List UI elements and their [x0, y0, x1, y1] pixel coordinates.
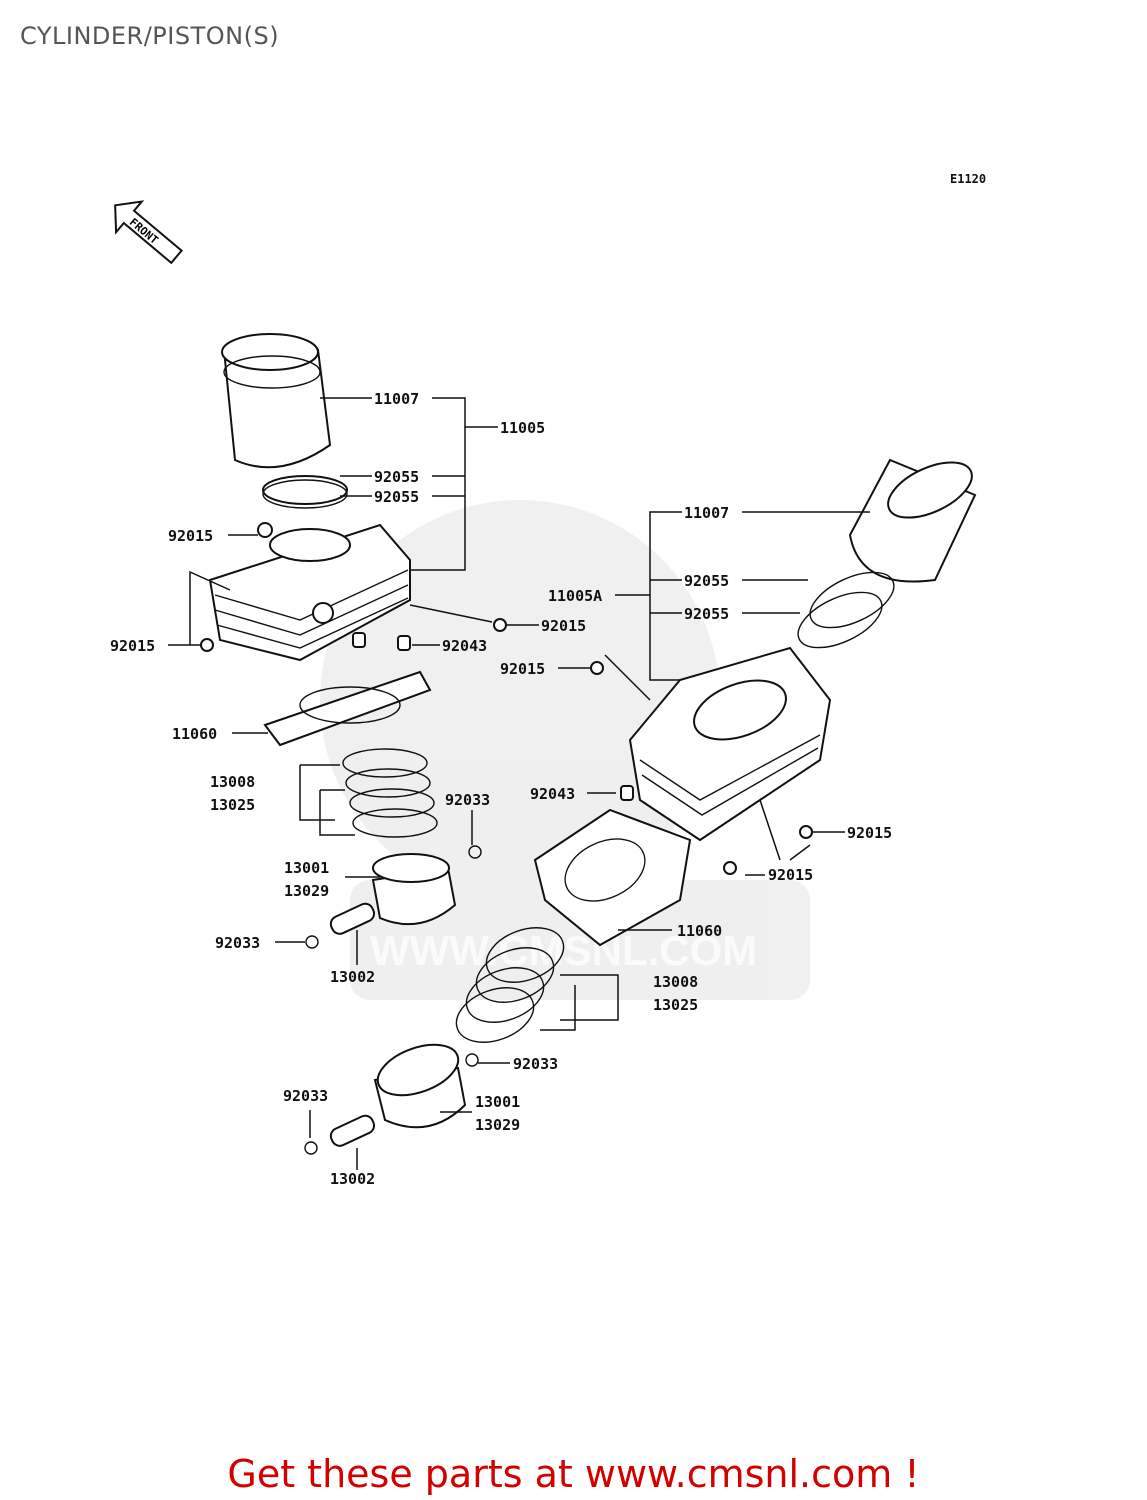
left-o-rings — [262, 475, 348, 509]
right-nut-92015-lower — [723, 861, 737, 875]
part-label: 13029 — [284, 882, 329, 900]
left-nut-92015 — [200, 638, 214, 652]
part-label: 92043 — [530, 785, 575, 803]
part-label: 13025 — [210, 796, 255, 814]
part-label: 92033 — [283, 1087, 328, 1105]
part-label: 92015 — [110, 637, 155, 655]
left-clip-left — [305, 935, 319, 949]
left-dowel-92043 — [397, 635, 411, 651]
part-label: 92015 — [847, 824, 892, 842]
part-label: 92055 — [684, 572, 729, 590]
part-label: 13008 — [653, 973, 698, 991]
part-label: 92055 — [374, 468, 419, 486]
part-label: 11060 — [677, 922, 722, 940]
front-arrow-icon: FRONT — [114, 200, 183, 265]
left-nut-92015-right — [493, 618, 507, 632]
part-label: 92033 — [215, 934, 260, 952]
part-label: 92033 — [445, 791, 490, 809]
right-cylinder-sleeve — [848, 458, 977, 583]
right-nut-92015-top — [590, 661, 604, 675]
part-label: 92055 — [684, 605, 729, 623]
page-title: CYLINDER/PISTON(S) — [20, 22, 280, 50]
right-nut-92015 — [799, 825, 813, 839]
part-label: 11005 — [500, 419, 545, 437]
right-piston-rings — [455, 927, 565, 1043]
left-dowel-center — [352, 632, 366, 648]
left-piston-pin — [329, 902, 376, 935]
left-clip-right — [468, 845, 482, 859]
part-label: 92015 — [541, 617, 586, 635]
part-label: 92015 — [500, 660, 545, 678]
part-label: 92055 — [374, 488, 419, 506]
part-label: 92015 — [768, 866, 813, 884]
right-o-rings — [797, 571, 895, 649]
watermark-logo — [320, 500, 810, 1000]
left-piston — [371, 853, 457, 926]
part-label: 13008 — [210, 773, 255, 791]
diagram-code: E1120 — [950, 172, 987, 186]
right-clip-right — [465, 1053, 479, 1067]
right-piston-pin — [329, 1114, 376, 1147]
left-stud-nut-top — [257, 522, 273, 538]
right-cylinder-block — [628, 646, 832, 842]
right-piston — [373, 1043, 467, 1129]
part-label: 11007 — [684, 504, 729, 522]
left-cylinder-block — [208, 523, 411, 662]
footer-link[interactable]: Get these parts at www.cmsnl.com ! — [227, 1452, 920, 1496]
left-gasket — [263, 670, 432, 747]
part-label: 11007 — [374, 390, 419, 408]
part-label: 13001 — [475, 1093, 520, 1111]
part-label: 11060 — [172, 725, 217, 743]
right-clip-left — [304, 1141, 318, 1155]
right-gasket — [533, 808, 692, 947]
part-label: 13002 — [330, 968, 375, 986]
part-label: 92015 — [168, 527, 213, 545]
part-label: 92043 — [442, 637, 487, 655]
part-label: 92033 — [513, 1055, 558, 1073]
part-label: 13025 — [653, 996, 698, 1014]
part-label: 11005A — [548, 587, 602, 605]
left-cylinder-sleeve — [221, 333, 332, 469]
part-label: 13002 — [330, 1170, 375, 1188]
leader-lines — [168, 397, 870, 1170]
part-label: 13029 — [475, 1116, 520, 1134]
right-dowel-92043 — [620, 785, 634, 801]
left-piston-rings — [342, 748, 438, 838]
part-label: 13001 — [284, 859, 329, 877]
